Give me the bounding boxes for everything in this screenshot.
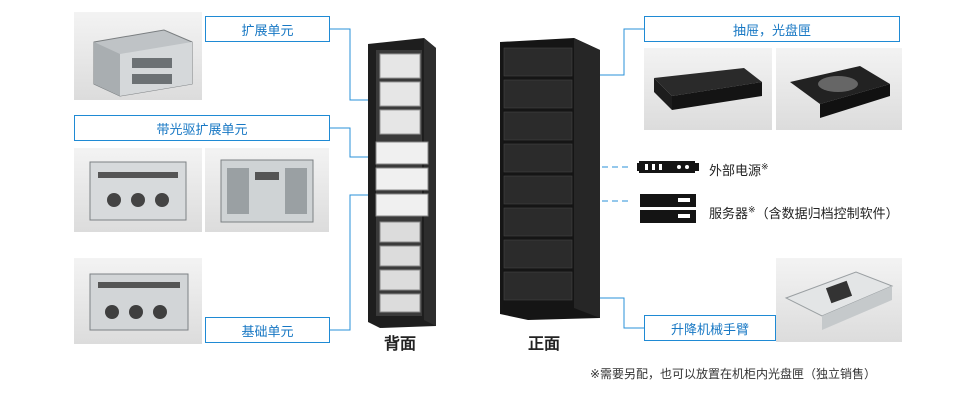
- external-power-text: 外部电源: [709, 164, 762, 179]
- server-label: 服务器※（含数据归档控制软件）: [709, 203, 899, 222]
- caption-back: 背面: [384, 334, 417, 353]
- base-unit-photo: [74, 258, 202, 344]
- label-expansion-unit: 扩展单元: [205, 16, 330, 42]
- optical-expansion-unit-photo-2: [205, 148, 329, 232]
- cartridge-photo: [776, 48, 902, 130]
- expansion-unit-photo: [74, 12, 202, 100]
- server-note: （含数据归档控制软件）: [755, 207, 899, 222]
- server-icon: [638, 193, 698, 225]
- caption-front: 正面: [528, 334, 561, 353]
- label-drawer-cartridge: 抽屉，光盘匣: [644, 16, 900, 42]
- drawer-photo: [644, 48, 772, 130]
- footnote: ※需要另配，也可以放置在机柜内光盘匣（独立销售）: [590, 367, 877, 381]
- label-base-unit: 基础单元: [205, 317, 330, 343]
- label-optical-expansion-unit: 带光驱扩展单元: [74, 115, 330, 141]
- server-mark: ※: [748, 205, 756, 216]
- front-rack: [498, 38, 602, 320]
- external-power-icon: [637, 159, 701, 175]
- external-power-label: 外部电源※: [709, 160, 769, 179]
- elevator-arm-photo: [776, 258, 902, 342]
- server-text: 服务器: [709, 207, 749, 222]
- label-elevator-arm: 升降机械手臂: [644, 315, 776, 341]
- optical-expansion-unit-photo-1: [74, 148, 202, 232]
- external-power-mark: ※: [761, 162, 769, 173]
- back-rack: [366, 38, 438, 328]
